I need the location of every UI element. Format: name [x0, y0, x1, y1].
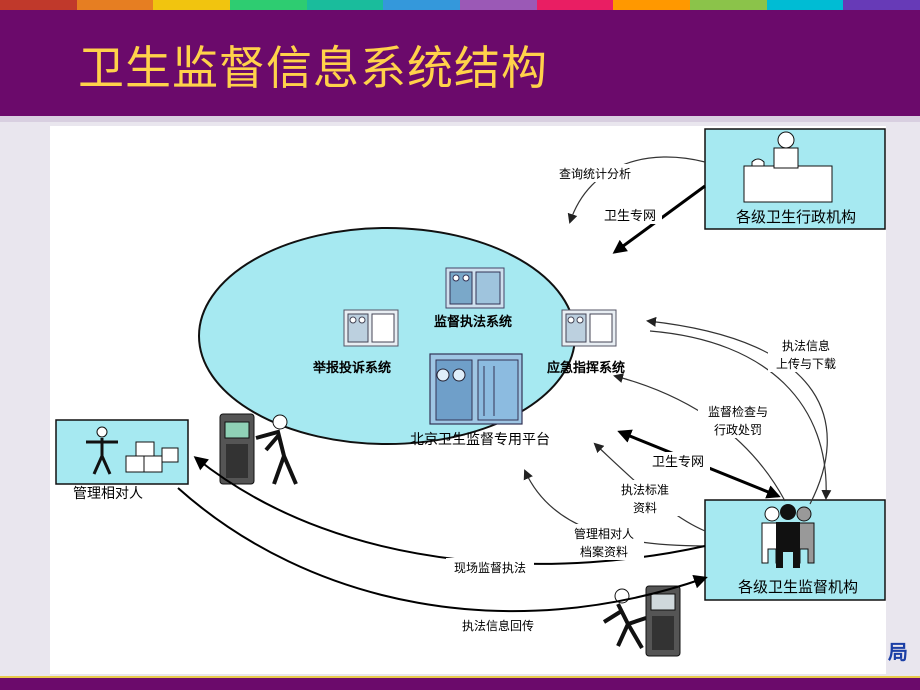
footer-line: [0, 676, 920, 678]
page-title: 卫生监督信息系统结构: [78, 41, 548, 95]
info-up-arrow: [649, 330, 832, 500]
inspection-label-2: 行政处罚: [714, 423, 762, 437]
corner-logo-text: 局: [888, 640, 908, 664]
health-net-top-label: 卫生专网: [604, 209, 656, 224]
server-icon: [445, 267, 505, 309]
server-icon: [561, 309, 617, 347]
regulated-node: [55, 419, 189, 485]
label-bg: [452, 616, 544, 634]
officers-icon: [761, 504, 815, 568]
color-stripe: [536, 0, 614, 10]
server-icon: [429, 353, 523, 425]
color-stripe: [76, 0, 154, 10]
handheld-device-icon: [645, 585, 681, 657]
query-stats-label: 查询统计分析: [559, 167, 631, 181]
info-down-arrow: [646, 316, 828, 505]
standards-label-2: 资料: [633, 501, 657, 515]
diagram-panel: 监督执法系统 举报投诉系统 应急指挥系统 北京卫生监督专用平台 各级卫生行政机构…: [50, 126, 886, 674]
supervision-org-label: 各级卫生监督机构: [738, 578, 858, 596]
system-label-complaints: 举报投诉系统: [312, 360, 391, 376]
label-bg: [768, 336, 844, 372]
title-bar: 卫生监督信息系统结构: [0, 10, 920, 116]
person-icon: [86, 426, 118, 475]
label-bg: [598, 206, 662, 224]
label-bg: [610, 480, 680, 516]
title-separator: [0, 116, 920, 122]
feedback-arrow: [177, 487, 708, 613]
color-stripe: [613, 0, 691, 10]
walking-person-icon: [602, 588, 647, 650]
boxes-icon: [125, 441, 179, 473]
archive-label-1: 管理相对人: [574, 526, 634, 541]
color-stripe: [460, 0, 537, 10]
enforcement-info-label-1: 执法信息: [782, 338, 830, 353]
color-stripe: [383, 0, 461, 10]
label-bg: [547, 164, 643, 182]
label-bg: [446, 558, 534, 576]
color-stripe: [230, 0, 307, 10]
walking-person-icon: [255, 414, 298, 485]
admin-org-node: [704, 128, 886, 230]
color-stripe: [766, 0, 844, 10]
system-label-enforcement: 监督执法系统: [434, 314, 512, 330]
regulated-label: 管理相对人: [73, 486, 143, 502]
supervision-org-node: [704, 499, 886, 601]
structure-diagram: 监督执法系统 举报投诉系统 应急指挥系统 北京卫生监督专用平台 各级卫生行政机构…: [55, 128, 886, 657]
color-stripe: [153, 0, 231, 10]
platform-label: 北京卫生监督专用平台: [410, 432, 550, 448]
health-net-bottom-label: 卫生专网: [652, 455, 704, 470]
color-stripe: [690, 0, 767, 10]
footer-bar: [0, 678, 920, 690]
handheld-device-icon: [219, 413, 255, 485]
onsite-label: 现场监督执法: [454, 560, 526, 575]
feedback-label: 执法信息回传: [462, 618, 534, 633]
server-icon: [343, 309, 399, 347]
archive-label-2: 档案资料: [580, 544, 628, 559]
label-bg: [646, 452, 710, 470]
color-stripe: [843, 0, 920, 10]
color-stripe: [306, 0, 384, 10]
standards-label-1: 执法标准: [621, 483, 669, 497]
label-bg: [698, 402, 778, 438]
enforcement-info-label-2: 上传与下载: [776, 356, 836, 371]
color-stripe: [0, 0, 77, 10]
admin-org-label: 各级卫生行政机构: [736, 208, 856, 226]
system-label-emergency: 应急指挥系统: [547, 360, 625, 376]
label-bg: [564, 524, 644, 560]
inspection-label-1: 监督检查与: [708, 404, 768, 419]
